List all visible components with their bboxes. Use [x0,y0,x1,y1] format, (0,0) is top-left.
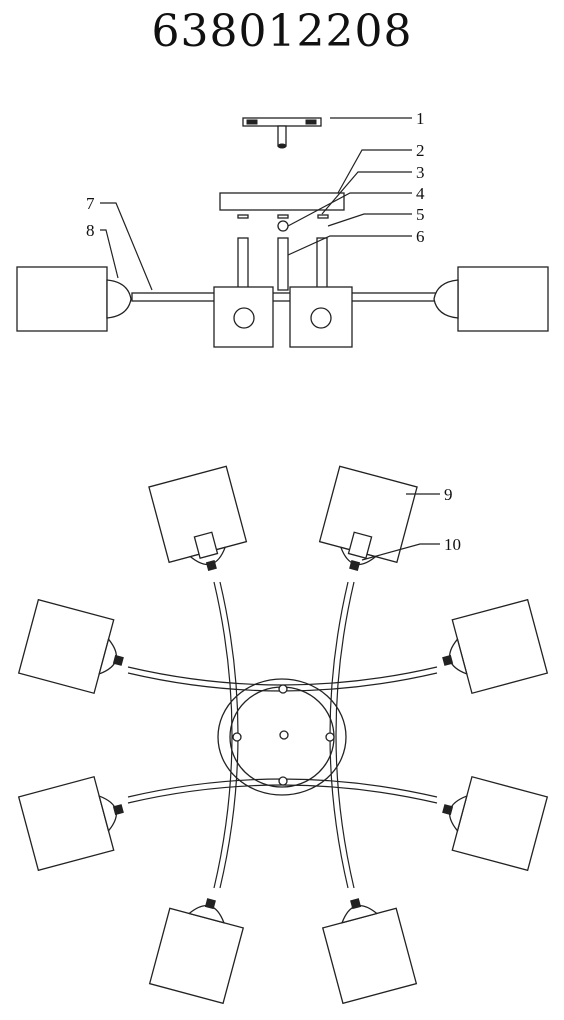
post-left [237,237,249,291]
side-arm [131,292,445,302]
joint-right [325,732,335,742]
screw-right [317,214,329,219]
leader-lines [100,117,440,561]
callout-9: 9 [444,485,453,504]
side-view [16,117,549,348]
callout-7: 7 [86,194,95,213]
model-number-title: 638012208 [151,6,413,57]
top-shade-upper-left [148,465,248,572]
top-view [17,465,549,1005]
screw-left [237,214,249,219]
top-shade-left-lower [17,775,124,872]
callout-1: 1 [416,109,425,128]
callout-5: 5 [416,205,425,224]
nut [277,220,289,232]
top-shade-bottom-right [321,898,418,1005]
canopy [219,192,345,211]
callout-2: 2 [416,141,425,160]
hub-box-left [213,286,274,348]
callout-8: 8 [86,221,95,240]
top-shade-bottom-left [148,898,245,1005]
hub-box-right [289,286,353,348]
side-shade-left [16,266,132,332]
top-shade-upper-right [318,465,418,572]
callout-6: 6 [416,227,425,246]
callout-3: 3 [416,163,425,182]
callout-4: 4 [416,184,425,203]
side-shade-right [433,266,549,332]
joint-left [232,732,242,742]
top-shade-right-lower [442,775,549,872]
mounting-plate [242,117,322,149]
joint-bottom [278,776,288,786]
callout-10: 10 [444,535,461,554]
post-right [316,237,328,291]
post-center [277,237,289,291]
center-hole [279,730,289,740]
top-shade-left-upper [17,598,124,695]
joint-top [278,684,288,694]
screw-center [277,214,289,219]
top-shade-right-upper [442,598,549,695]
